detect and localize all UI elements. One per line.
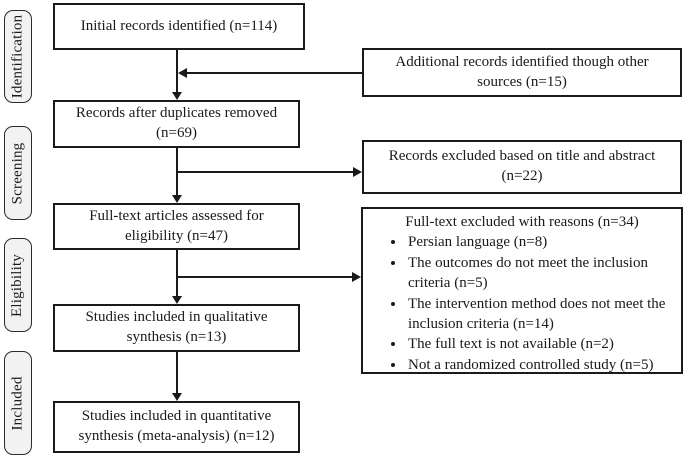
connector-line	[176, 50, 178, 93]
flow-box-qualitative: Studies included in qualitative synthesi…	[53, 304, 300, 352]
exclusion-title: Full-text excluded with reasons (n=34)	[405, 214, 639, 230]
flow-box-initial-records: Initial records identified (n=114)	[53, 3, 305, 50]
flow-box-after-duplicates: Records after duplicates removed (n=69)	[53, 100, 300, 148]
arrow-left-icon	[178, 68, 187, 78]
connector-line	[180, 72, 362, 74]
connector-line	[177, 171, 354, 173]
arrow-right-icon	[352, 272, 361, 282]
arrow-down-icon	[172, 296, 182, 304]
connector-line	[177, 276, 353, 278]
flow-box-label: Full-text articles assessed for eligibil…	[89, 207, 264, 244]
stage-label-text: Identification	[9, 14, 26, 99]
flow-box-label: Records after duplicates removed (n=69)	[75, 105, 278, 141]
stage-label-screening: Screening	[4, 126, 32, 220]
connector-line	[176, 352, 178, 394]
arrow-down-icon	[172, 195, 182, 203]
flow-box-label: Studies included in qualitative synthesi…	[85, 309, 268, 345]
side-box-additional-records: Additional records identified though oth…	[362, 48, 682, 97]
exclusion-reason-item: The intervention method does not meet th…	[406, 294, 675, 335]
flow-box-label: Initial records identified (n=114)	[80, 17, 278, 34]
side-box-label: Records excluded based on title and abst…	[388, 148, 656, 184]
connector-line	[176, 250, 178, 297]
arrow-right-icon	[353, 167, 362, 177]
stage-label-text: Included	[9, 375, 26, 431]
flow-box-fulltext-assessed: Full-text articles assessed for eligibil…	[53, 203, 300, 250]
flow-box-quantitative: Studies included in quantitative synthes…	[53, 401, 300, 453]
arrow-down-icon	[172, 393, 182, 401]
side-box-label: Additional records identified though oth…	[395, 53, 649, 90]
exclusion-reason-item: The outcomes do not meet the inclusion c…	[406, 253, 675, 294]
exclusion-reason-item: Persian language (n=8)	[406, 232, 675, 252]
exclusion-reason-item: The full text is not available (n=2)	[406, 334, 675, 354]
side-box-records-excluded: Records excluded based on title and abst…	[362, 140, 682, 194]
flow-box-label: Studies included in quantitative synthes…	[78, 408, 275, 444]
stage-label-identification: Identification	[4, 10, 32, 103]
stage-label-text: Eligibility	[9, 253, 26, 317]
side-box-fulltext-excluded: Full-text excluded with reasons (n=34) P…	[361, 207, 683, 374]
exclusion-reason-list: Persian language (n=8) The outcomes do n…	[369, 232, 675, 375]
exclusion-reason-item: Not a randomized controlled study (n=5)	[406, 355, 675, 375]
stage-label-included: Included	[4, 351, 32, 455]
stage-label-text: Screening	[9, 142, 26, 204]
connector-line	[176, 148, 178, 196]
arrow-down-icon	[172, 92, 182, 100]
stage-label-eligibility: Eligibility	[4, 238, 32, 332]
